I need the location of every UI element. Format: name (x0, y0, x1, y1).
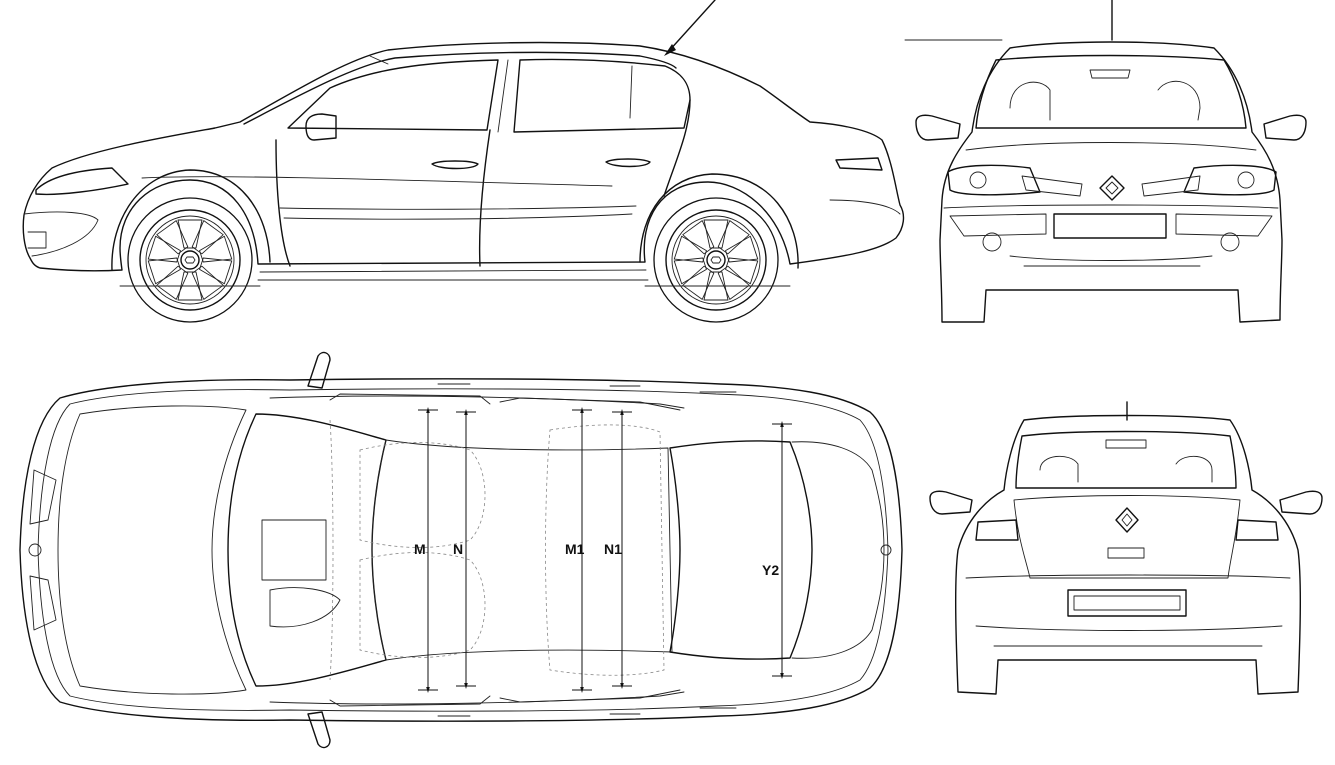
windscreen (975, 54, 1247, 129)
front-view (904, 0, 1307, 323)
front-left-mirror (915, 114, 961, 141)
top-rear-logo-icon (880, 544, 892, 556)
top-body-outline (19, 378, 903, 722)
label-n: N (453, 541, 463, 557)
rear-wheel (653, 197, 779, 323)
side-headlamp (35, 167, 129, 196)
dimension-m1: M1 (565, 407, 592, 693)
rear-view (929, 401, 1323, 695)
rear-left-mirror (929, 490, 973, 515)
rear-logo-icon (1115, 507, 1139, 533)
rear-right-taillamp (1235, 519, 1279, 541)
front-logo-icon (1099, 175, 1125, 201)
top-windscreen (227, 413, 387, 687)
top-right-mirror (307, 711, 331, 749)
antenna (667, 0, 716, 53)
top-front-logo-icon (28, 543, 42, 557)
label-m: M (414, 541, 426, 557)
dimension-n: N (453, 409, 476, 689)
rear-window (1015, 430, 1237, 489)
front-side-window (287, 59, 499, 131)
rear-door-edge (663, 99, 691, 197)
side-view (22, 0, 905, 323)
top-view: M N M1 N1 Y2 (19, 351, 903, 749)
rear-side-window (513, 58, 691, 133)
side-mirror (305, 113, 337, 141)
hood (57, 405, 247, 695)
rear-plate (1067, 589, 1187, 617)
front-left-foglamp (982, 232, 1002, 252)
rear-right-mirror (1279, 490, 1323, 515)
dimension-n1: N1 (604, 409, 632, 689)
dimension-y2: Y2 (762, 421, 792, 679)
top-rear-window (669, 440, 813, 660)
rear-body-outline (954, 414, 1302, 695)
top-left-mirror (307, 351, 331, 389)
front-door-edge (275, 139, 291, 267)
front-plate (1053, 213, 1167, 239)
side-taillamp (835, 157, 883, 171)
front-body-outline (939, 41, 1283, 323)
roofline (243, 51, 677, 125)
front-wheel (127, 197, 253, 323)
label-m1: M1 (565, 541, 585, 557)
rear-door-handle (605, 158, 651, 168)
rear-left-taillamp (975, 519, 1019, 541)
label-n1: N1 (604, 541, 622, 557)
side-body-outline (22, 41, 905, 272)
front-right-mirror (1263, 114, 1307, 141)
front-right-foglamp (1220, 232, 1240, 252)
front-door-handle (431, 160, 479, 170)
door-split (478, 129, 491, 267)
label-y2: Y2 (762, 562, 779, 578)
dimension-m: M (414, 407, 438, 693)
rear-badge (1107, 547, 1145, 559)
